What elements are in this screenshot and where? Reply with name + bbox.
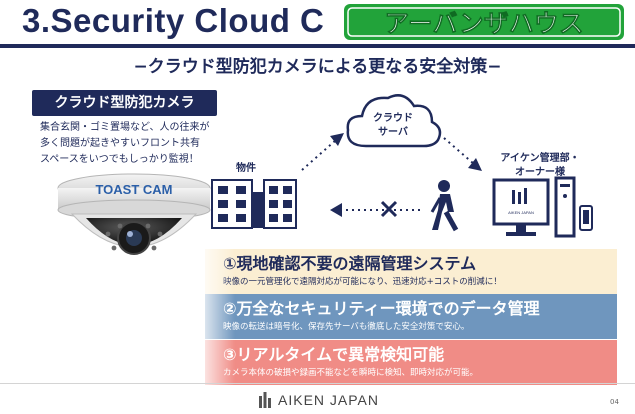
urban-the-house-logo: アーバンザハウス — [340, 0, 635, 44]
svg-text:TOAST CAM: TOAST CAM — [95, 182, 172, 197]
description-line: 多く問題が起きやすいフロント共有 — [40, 138, 200, 149]
feature-heading: ②万全なセキュリティー環境でのデータ管理 — [223, 299, 540, 318]
feature-secure-data: ②万全なセキュリティー環境でのデータ管理 映像の転送は暗号化、保存先サーバも徹底… — [205, 294, 617, 339]
page-subtitle: −クラウド型防犯カメラによる更なる安全対策− — [133, 57, 502, 77]
description-line: スペースをいつでもしっかり監視！ — [40, 154, 199, 165]
manager-label: アイケン管理部・ オーナー様 — [500, 153, 580, 178]
feature-remote-management: ①現地確認不要の遠隔管理システム 映像の一元管理化で遠隔対応が可能になり、迅速対… — [205, 249, 617, 294]
svg-text:AIKEN JAPAN: AIKEN JAPAN — [508, 210, 534, 215]
walking-person-icon — [430, 180, 459, 232]
cloud-camera-label: クラウド型防犯カメラ — [32, 90, 217, 116]
download-arrow-icon — [443, 137, 482, 171]
footer-logo-text: AIKEN JAPAN — [278, 392, 379, 408]
property-label: 物件 — [236, 163, 256, 174]
page-number: 04 — [610, 398, 619, 406]
cloud-server-label: クラウド サーバ — [373, 113, 413, 138]
cloud-camera-description: 集合玄関・ゴミ置場など、人の往来が 多く問題が起きやすいフロント共有 スペースを… — [40, 120, 226, 168]
description-line: 集合玄関・ゴミ置場など、人の往来が — [40, 122, 210, 133]
dome-camera-illustration: TOAST CAM — [54, 168, 214, 278]
feature-body: 映像の一元管理化で遠隔対応が可能になり、迅速対応+コストの削減に！ — [223, 277, 502, 287]
feature-body: 映像の転送は暗号化、保存先サーバも徹底した安全対策で安心。 — [223, 322, 470, 332]
feature-body: カメラ本体の破損や録画不能などを瞬時に検知、即時対応が可能。 — [223, 368, 479, 378]
upload-arrow-icon — [301, 133, 344, 171]
property-building-icon — [211, 179, 297, 229]
title-underline — [0, 44, 635, 48]
feature-heading: ①現地確認不要の遠隔管理システム — [223, 254, 477, 273]
feature-heading: ③リアルタイムで異常検知可能 — [223, 345, 445, 364]
feature-fade-overlay — [195, 249, 235, 385]
footer-divider — [0, 383, 635, 384]
no-visit-arrow-icon — [330, 200, 424, 218]
svg-text:アーバンザハウス: アーバンザハウス — [384, 9, 584, 38]
aiken-japan-logo: AIKEN JAPAN — [258, 390, 388, 410]
cloud-server-icon — [346, 94, 442, 148]
page-title: 3.Security Cloud C — [22, 2, 325, 39]
feature-realtime-detection: ③リアルタイムで異常検知可能 カメラ本体の破損や録画不能などを瞬時に検知、即時対… — [205, 340, 617, 385]
manager-computer-icon: AIKEN JAPAN — [492, 176, 593, 238]
aiken-logo-icon — [259, 392, 271, 408]
